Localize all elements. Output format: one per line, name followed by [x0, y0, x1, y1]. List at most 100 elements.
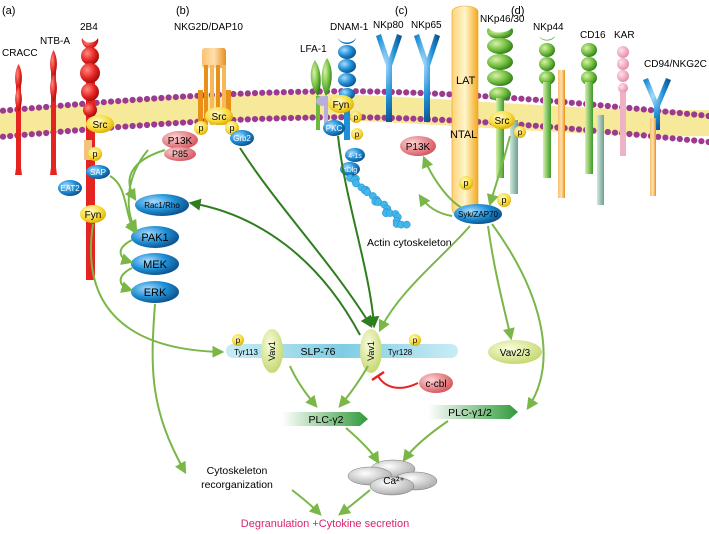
svg-text:P13K: P13K: [168, 136, 193, 147]
lipid-head: [230, 90, 237, 98]
nkp44-receptor: [539, 36, 565, 198]
lipid-head: [676, 135, 683, 143]
nkg2d-dap10-receptor: [198, 48, 231, 125]
lipid-head: [287, 114, 295, 122]
ntal-label: NTAL: [450, 129, 477, 141]
lipid-head: [597, 102, 604, 109]
lipid-head: [295, 114, 302, 121]
lipid-head: [79, 100, 86, 107]
panel-label-b: (b): [176, 5, 189, 17]
arrow-pak1-to-mek: [119, 239, 134, 265]
arrow-fyn-to-vav1: [90, 223, 225, 358]
lipid-head: [158, 120, 165, 128]
lipid-head: [575, 100, 583, 107]
svg-text:Tyr113: Tyr113: [234, 348, 258, 357]
lipid-head: [143, 121, 151, 129]
arrow-syk-to-p13k: [421, 155, 463, 209]
lipid-head: [446, 117, 453, 124]
cytoskeleton-label-2: recorganization: [201, 479, 273, 491]
src-b-node: Src: [205, 107, 233, 125]
arrow-slp-to-plcg2: [289, 365, 318, 408]
receptor-label-nkp65: NKp65: [411, 20, 442, 31]
lipid-head: [244, 90, 251, 97]
lipid-head: [338, 114, 345, 121]
lipid-head: [691, 137, 698, 144]
lipid-head: [662, 108, 669, 115]
nkp80-receptor: [376, 34, 402, 122]
arrow-erk-to-cytoskeleton: [151, 303, 187, 475]
phospho-tyr128: p: [409, 334, 421, 346]
svg-text:PLC-γ1/2: PLC-γ1/2: [448, 407, 492, 419]
lipid-head: [165, 120, 172, 127]
lipid-head: [655, 133, 662, 140]
receptor-label-cd16: CD16: [580, 30, 606, 41]
lipid-head: [43, 103, 50, 111]
lipid-head: [395, 89, 403, 96]
lipid-head: [266, 89, 273, 96]
lipid-head: [172, 120, 179, 127]
lipid-head: [237, 116, 244, 123]
svg-text:Vav1: Vav1: [366, 341, 376, 361]
vav1-left-node: Vav1: [261, 329, 283, 373]
lipid-head: [410, 89, 417, 96]
lipid-head: [518, 95, 525, 102]
lipid-head: [136, 122, 143, 129]
lipid-head: [410, 115, 417, 122]
actin-bead: [363, 188, 372, 197]
lipid-head: [35, 104, 43, 111]
lipid-head: [359, 88, 367, 95]
arrow-plcg2-to-ca: [345, 427, 380, 465]
grb2-node: Grb2: [230, 130, 254, 146]
lipid-head: [273, 115, 280, 122]
svg-text:p: p: [92, 149, 97, 159]
receptor-label-nkp80: NKp80: [373, 20, 404, 31]
receptor-label-lfa1: LFA-1: [300, 44, 327, 55]
lipid-head: [640, 106, 647, 113]
arrow-ca-to-outcome: [338, 489, 371, 516]
lipid-head: [129, 96, 136, 104]
phospho-c1: p: [350, 111, 362, 123]
lipid-head: [302, 114, 309, 121]
lipid-head: [0, 133, 7, 140]
lipid-head: [71, 127, 79, 134]
lipid-head: [57, 128, 64, 135]
svg-text:p: p: [463, 178, 468, 188]
svg-text:4-1s: 4-1s: [348, 153, 362, 160]
lipid-head: [367, 88, 374, 95]
c-cbl-inhibition: [377, 375, 419, 389]
lipid-head: [611, 103, 619, 110]
talin-node: 4-1s: [345, 148, 365, 162]
phospho-a1: p: [88, 147, 102, 161]
eat2-node: EAT2: [58, 180, 82, 196]
receptor-label-nkp44: NKp44: [533, 22, 564, 33]
lipid-head: [626, 130, 633, 138]
vav1-right-node: Vav1: [360, 329, 382, 373]
lipid-head: [604, 128, 611, 136]
2b4-receptor: [80, 38, 100, 280]
mek-node: MEK: [131, 253, 179, 275]
lipid-head: [374, 88, 381, 95]
lipid-head: [122, 97, 129, 104]
receptor-label-nkp4630: NKp46/30: [480, 14, 525, 25]
pak1-node: PAK1: [131, 226, 179, 248]
lipid-head: [7, 107, 14, 114]
lipid-head: [302, 88, 309, 95]
lipid-head: [244, 116, 251, 123]
lipid-head: [395, 115, 403, 122]
svg-text:Vav2/3: Vav2/3: [500, 348, 531, 359]
svg-text:Grb2: Grb2: [233, 134, 251, 143]
svg-text:PLC-γ2: PLC-γ2: [308, 414, 343, 426]
svg-text:Syk/ZAP70: Syk/ZAP70: [458, 210, 499, 219]
lipid-head: [28, 131, 35, 138]
lipid-head: [403, 115, 410, 122]
nkp4630-receptor: [486, 28, 518, 194]
lipid-head: [525, 122, 532, 129]
lipid-head: [115, 124, 122, 131]
lipid-head: [79, 126, 86, 133]
lipid-head: [417, 89, 424, 97]
lipid-head: [331, 114, 338, 121]
calcium-node: Ca²⁺: [347, 459, 438, 496]
inhibition-bar: [371, 370, 385, 382]
lipid-head: [626, 104, 633, 112]
